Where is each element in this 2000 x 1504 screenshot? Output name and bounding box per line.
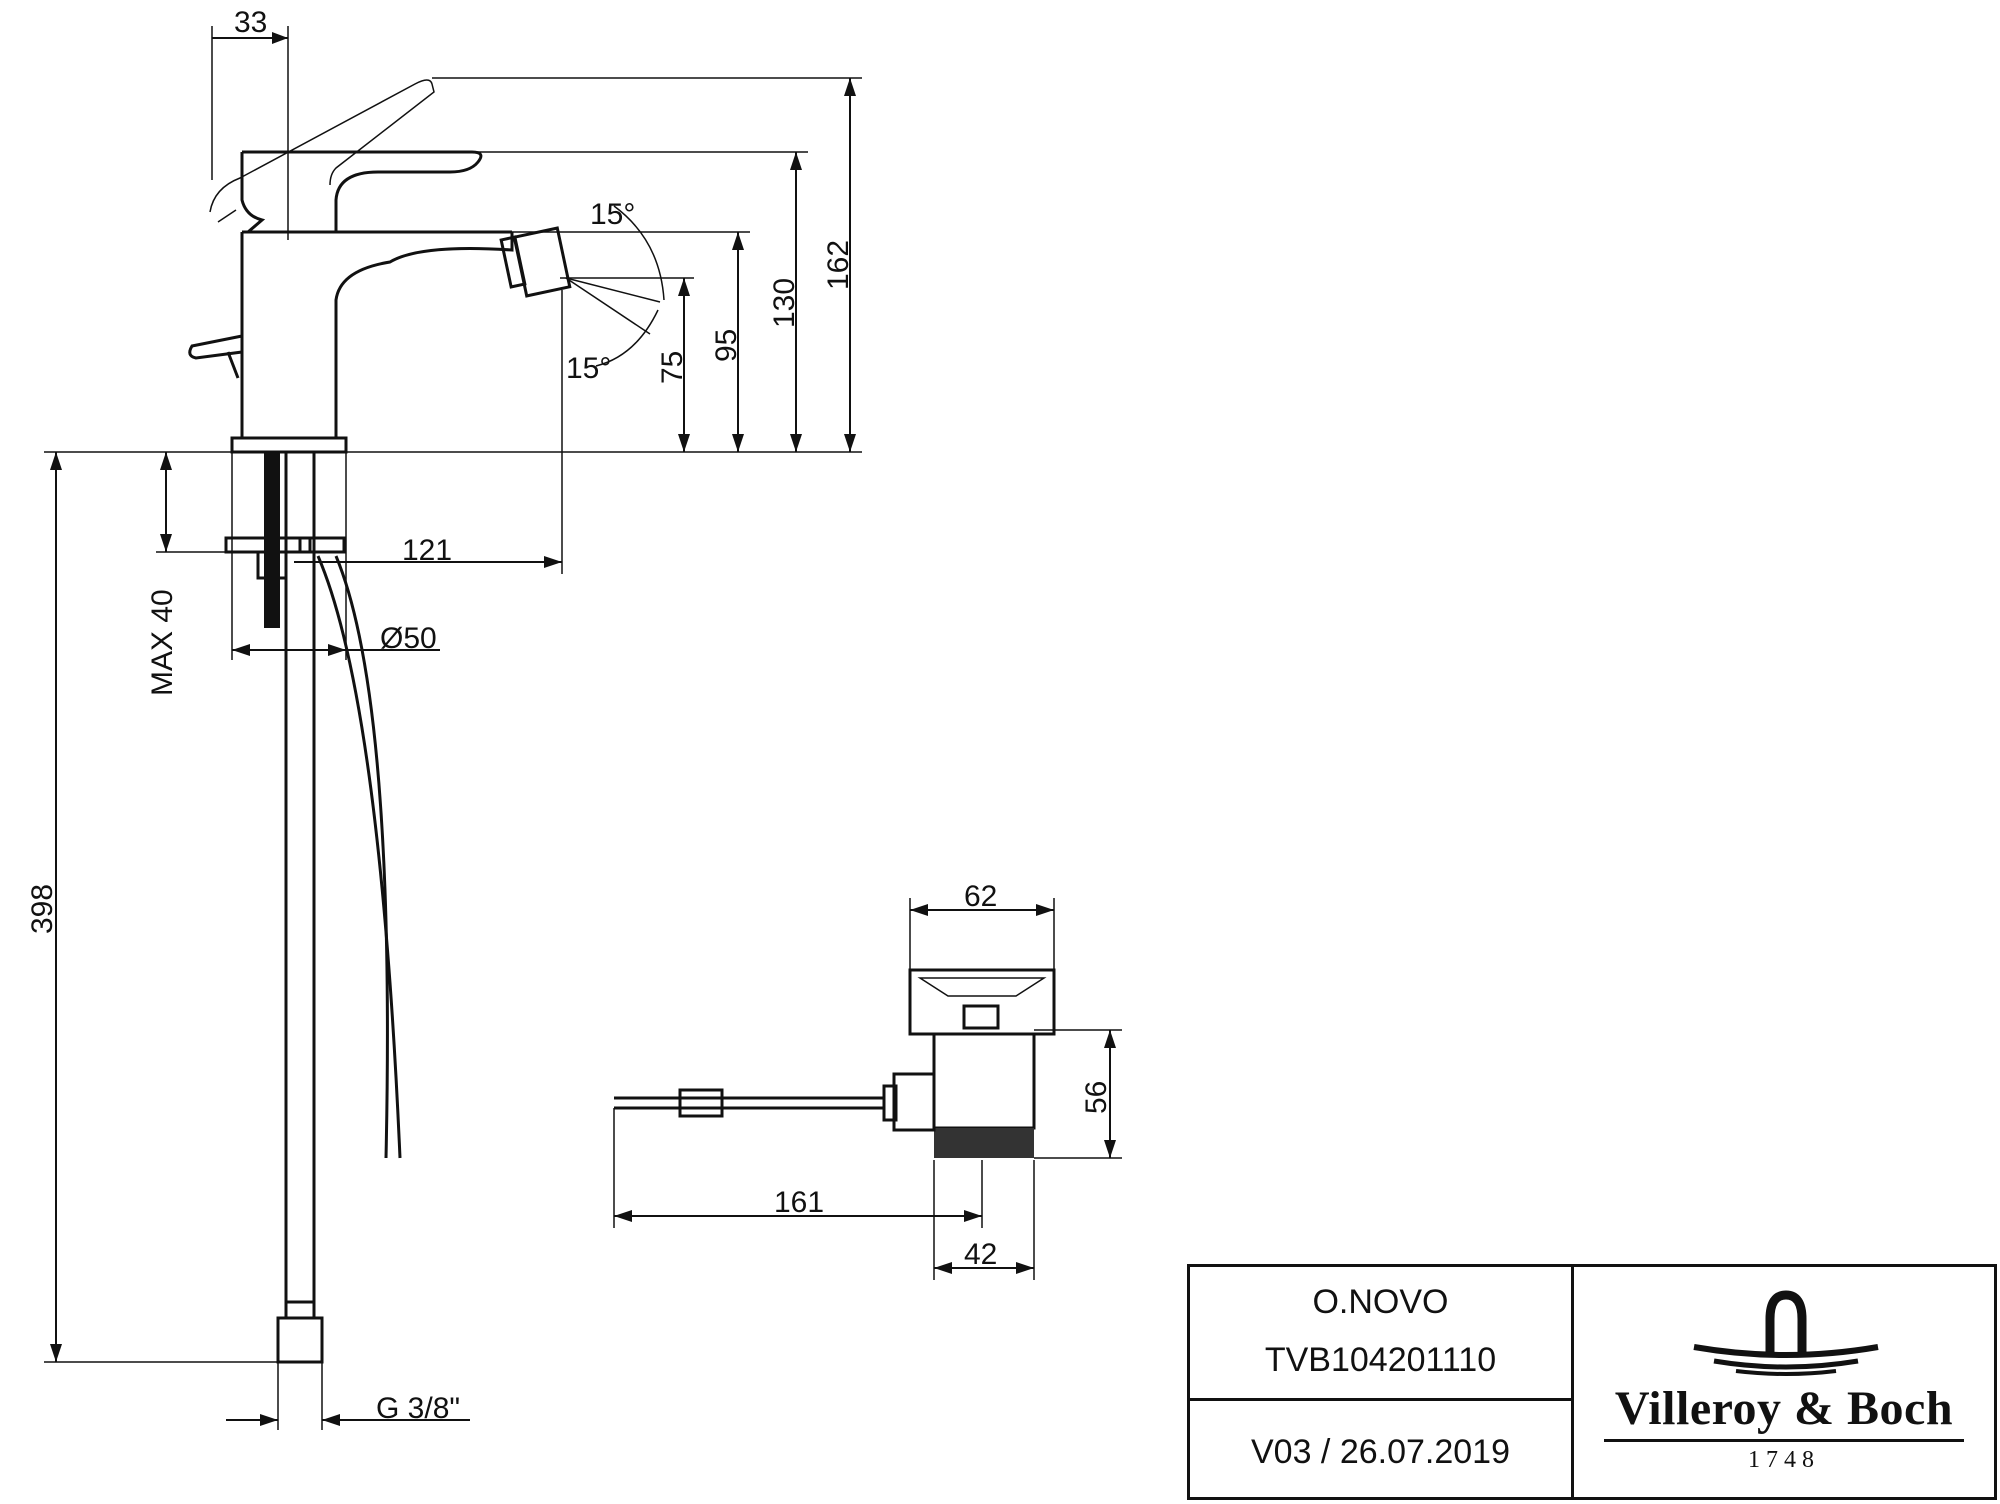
article-number: TVB104201110	[1264, 1341, 1497, 1379]
title-block-info: O.NOVO TVB104201110 V03 / 26.07.2019	[1190, 1267, 1574, 1497]
dim-121: 121	[402, 534, 452, 567]
waste-assembly	[614, 968, 1056, 1158]
bidet-nozzle	[499, 226, 572, 298]
brand-logo: Villeroy & Boch 1748	[1574, 1267, 1994, 1497]
dim-75: 75	[656, 351, 689, 384]
faucet-logo-icon	[1693, 1290, 1879, 1376]
dim-398: 398	[26, 884, 59, 934]
dim-56: 56	[1080, 1081, 1113, 1114]
brand-year: 1748	[1748, 1447, 1820, 1473]
dim-161: 161	[774, 1186, 824, 1219]
dim-62: 62	[964, 880, 997, 913]
version-date: V03 / 26.07.2019	[1250, 1433, 1510, 1471]
below-deck-assembly	[224, 450, 402, 1364]
title-block: O.NOVO TVB104201110 V03 / 26.07.2019 Vil…	[1187, 1264, 1997, 1500]
brand-name: Villeroy & Boch	[1614, 1382, 1954, 1435]
title-block-product: O.NOVO TVB104201110	[1190, 1267, 1571, 1401]
dim-33: 33	[234, 6, 267, 39]
dim-42: 42	[964, 1238, 997, 1271]
dim-95: 95	[710, 329, 743, 362]
waste-dimension-lines	[613, 898, 1122, 1280]
faucet-body	[188, 79, 572, 454]
dimension-lines	[44, 26, 862, 1430]
product-name: O.NOVO	[1312, 1283, 1449, 1321]
dim-162: 162	[822, 240, 855, 290]
angle-lower: 15°	[566, 352, 611, 385]
brand-underline	[1604, 1439, 1964, 1442]
dim-diameter-50: Ø50	[380, 622, 437, 655]
dim-thread: G 3/8"	[376, 1392, 460, 1425]
dim-130: 130	[768, 278, 801, 328]
dim-max40: MAX 40	[146, 589, 179, 696]
angle-upper: 15°	[590, 198, 635, 231]
